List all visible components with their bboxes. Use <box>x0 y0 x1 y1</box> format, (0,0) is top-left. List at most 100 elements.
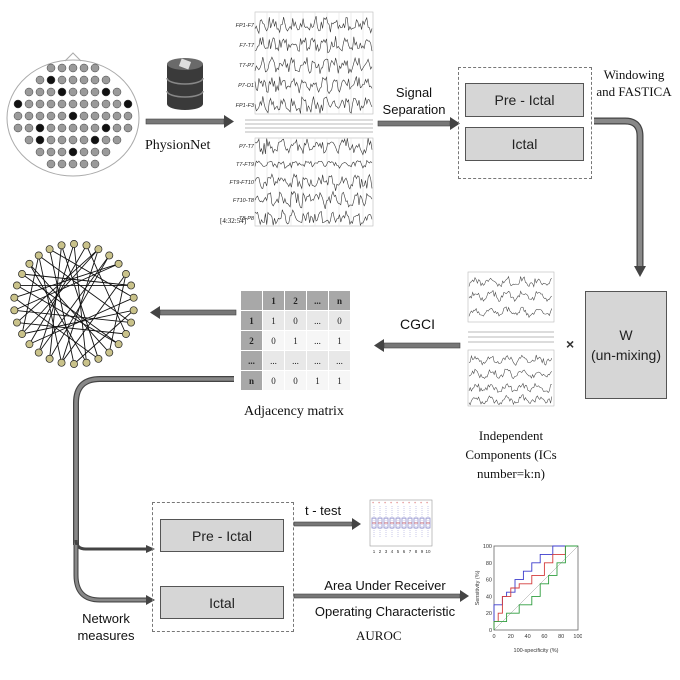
adjacency-cell: ... <box>285 351 306 370</box>
graph-node <box>127 318 136 327</box>
graph-edge <box>49 249 75 365</box>
graph-node <box>12 281 21 290</box>
adjacency-header-cell: 2 <box>285 291 306 310</box>
graph-node <box>34 348 43 357</box>
stage2-ictal-box: Ictal <box>160 586 284 619</box>
electrode <box>90 135 100 145</box>
electrode <box>35 75 45 85</box>
electrode <box>79 159 89 169</box>
box-tick-label: 10 <box>425 549 431 554</box>
electrode <box>79 111 89 121</box>
ic-trace <box>468 382 552 393</box>
adjacency-cell: 1 <box>329 331 350 350</box>
cgci-label: CGCI <box>400 316 435 332</box>
box-outlier: + <box>408 500 411 505</box>
graph-node <box>34 251 43 260</box>
electrode <box>101 75 111 85</box>
box-tick-label: 1 <box>373 549 376 554</box>
roc-y-tick: 80 <box>486 561 492 567</box>
electrode <box>79 147 89 157</box>
eeg-trace <box>254 173 373 191</box>
electrode <box>35 135 45 145</box>
graph-node <box>12 318 21 327</box>
electrode <box>68 87 78 97</box>
electrode <box>57 87 67 97</box>
electrode <box>35 147 45 157</box>
electrode <box>46 159 56 169</box>
electrode <box>57 111 67 121</box>
adjacency-row-header: ... <box>241 351 262 370</box>
electrode <box>46 63 56 73</box>
graph-edge <box>86 245 127 335</box>
w-title: W <box>619 327 633 343</box>
adjacency-cell: ... <box>329 351 350 370</box>
channel-label: FP1-F7 <box>236 23 255 29</box>
box-outlier: + <box>420 500 423 505</box>
graph-edge <box>61 249 99 363</box>
graph-edge <box>73 309 134 365</box>
electrode <box>90 87 100 97</box>
adjacency-cell: 1 <box>329 371 350 390</box>
adjacency-cell: 1 <box>307 371 328 390</box>
electrode <box>123 111 133 121</box>
roc-x-tick: 0 <box>492 634 495 640</box>
roc-ylabel: Sensitivity (%) <box>475 570 481 605</box>
ttest-label: t - test <box>305 503 342 518</box>
stage1-ictal-box: Ictal <box>465 127 584 161</box>
multiply-symbol: × <box>566 336 575 352</box>
electrode <box>57 135 67 145</box>
electrode <box>90 111 100 121</box>
roc-y-tick: 20 <box>486 611 492 617</box>
graph-edge <box>29 263 87 363</box>
electrode <box>35 87 45 97</box>
physionet-label: PhysionNet <box>145 138 211 153</box>
unmixing-matrix-box: W (un-mixing) <box>585 291 667 399</box>
electrode <box>79 99 89 109</box>
graph-node <box>18 270 26 278</box>
eeg-trace <box>254 36 373 54</box>
windowing-label: Windowing and FASTICA <box>596 67 672 99</box>
electrode <box>90 123 100 133</box>
adjacency-cell: 0 <box>285 311 306 330</box>
roc-y-tick: 0 <box>489 628 492 634</box>
electrode <box>101 99 111 109</box>
arrow-network-measures <box>73 376 234 605</box>
electrode <box>46 87 56 97</box>
eeg-trace <box>254 16 373 35</box>
electrode <box>57 159 67 169</box>
electrode <box>112 135 122 145</box>
electrode <box>90 147 100 157</box>
auroc-description: Area Under Receiver Operating Characteri… <box>314 578 456 619</box>
channel-label: FT10-T8 <box>233 198 255 204</box>
adjacency-cell: ... <box>307 351 328 370</box>
w-subtitle: (un-mixing) <box>590 347 661 363</box>
channel-label: FP1-F3 <box>236 103 255 109</box>
graph-node <box>127 281 136 290</box>
ic-trace <box>468 368 552 380</box>
adjacency-cell: 1 <box>285 331 306 350</box>
electrode <box>79 63 89 73</box>
roc-diagonal <box>493 545 579 631</box>
electrode <box>57 147 67 157</box>
adjacency-cell: 0 <box>263 371 284 390</box>
eeg-trace <box>254 56 373 74</box>
electrode <box>123 99 133 109</box>
graph-node <box>114 340 123 349</box>
electrode <box>68 147 78 157</box>
electrode <box>24 111 34 121</box>
graph-edge <box>61 245 99 359</box>
box-tick-label: 3 <box>385 549 388 554</box>
box-outlier: + <box>384 500 387 505</box>
channel-label: P7-O1 <box>238 83 254 89</box>
arrow-head-to-signals <box>145 115 234 128</box>
stage2-container <box>152 502 294 632</box>
electrode <box>35 123 45 133</box>
electrode <box>79 75 89 85</box>
roc-x-tick: 100 <box>573 634 582 640</box>
eeg-trace <box>254 76 373 95</box>
electrode <box>112 123 122 133</box>
